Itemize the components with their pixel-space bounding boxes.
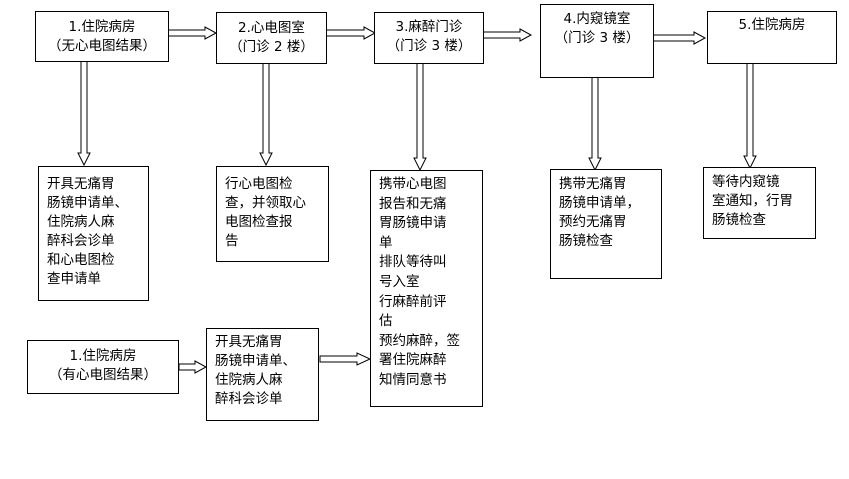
step-4-endoscopy-room: 4.内窥镜室 （门诊 3 楼） (540, 4, 654, 78)
detail-3-line: 行麻醉前评 (379, 293, 447, 310)
step-3-note: （门诊 3 楼） (386, 38, 472, 54)
step-3-title: 3.麻醉门诊 (395, 19, 463, 35)
detail-3-line: 携带心电图 (379, 176, 447, 192)
arrow-s4-d4 (588, 76, 602, 172)
detail-5-line: 等待内窥镜 (712, 174, 780, 190)
detail-5-line: 肠镜检查 (712, 212, 766, 228)
alt-step-2-line: 开具无痛胃 (215, 334, 283, 350)
detail-2-line: 行心电图检 (225, 176, 293, 192)
detail-1-line: 醉科会诊单 (47, 233, 115, 249)
step-1-ward-no-ecg: 1.住院病房 （无心电图结果） (35, 11, 169, 62)
arrow-s3-s4 (482, 28, 533, 42)
detail-3-line: 预约麻醉，签 (379, 332, 460, 349)
alt-step-2-detail: 开具无痛胃 肠镜申请单、 住院病人麻 醉科会诊单 (206, 328, 319, 421)
detail-2-line: 告 (225, 233, 239, 249)
alt-step-1-ward-with-ecg: 1.住院病房 （有心电图结果） (27, 340, 179, 394)
step-2-ecg-room: 2.心电图室 （门诊 2 楼） (216, 12, 327, 64)
detail-1: 开具无痛胃 肠镜申请单、 住院病人麻 醉科会诊单 和心电图检 查申请单 (38, 166, 149, 301)
arrow-s1-d1 (77, 60, 91, 167)
arrow-a1-a2 (178, 360, 208, 374)
arrow-s2-s3 (325, 26, 377, 40)
detail-3-line: 胃肠镜申请 (379, 215, 447, 232)
detail-3-line: 估 (379, 313, 393, 330)
step-2-title: 2.心电图室 (238, 20, 305, 36)
alt-step-1-title: 1.住院病房 (69, 348, 137, 364)
detail-5-line: 室通知，行胃 (712, 193, 793, 209)
detail-3: 携带心电图 报告和无痛 胃肠镜申请 单 排队等待叫 号入室 行麻醉前评 估 预约… (370, 170, 483, 407)
step-2-note: （门诊 2 楼） (229, 39, 314, 55)
detail-3-line: 知情同意书 (379, 371, 447, 388)
step-1-note: （无心电图结果） (48, 38, 156, 54)
detail-1-line: 肠镜申请单、 (47, 195, 128, 211)
alt-step-2-line: 住院病人麻 (215, 372, 283, 388)
detail-3-line: 署住院麻醉 (379, 352, 447, 369)
arrow-s1-s2 (167, 26, 218, 40)
arrow-s5-d5 (743, 62, 757, 170)
arrow-a2-d3 (319, 352, 372, 366)
alt-step-2-line: 醉科会诊单 (215, 391, 283, 407)
detail-1-line: 住院病人麻 (47, 214, 115, 230)
detail-5: 等待内窥镜 室通知，行胃 肠镜检查 (703, 167, 816, 239)
detail-3-line: 报告和无痛 (379, 195, 447, 212)
arrow-s4-s5 (652, 31, 707, 45)
detail-1-line: 和心电图检 (47, 252, 115, 268)
step-5-title: 5.住院病房 (738, 17, 806, 33)
detail-4: 携带无痛胃 肠镜申请单， 预约无痛胃 肠镜检查 (550, 169, 662, 279)
detail-1-line: 开具无痛胃 (47, 176, 115, 192)
alt-step-1-note: （有心电图结果） (49, 367, 157, 383)
detail-3-line: 号入室 (379, 273, 420, 290)
detail-4-line: 携带无痛胃 (559, 176, 627, 192)
step-1-title: 1.住院病房 (68, 19, 136, 35)
detail-2-line: 电图检查报 (225, 214, 293, 230)
step-3-anesthesia-clinic: 3.麻醉门诊 （门诊 3 楼） (374, 12, 484, 64)
detail-2: 行心电图检 查，并领取心 电图检查报 告 (216, 166, 329, 262)
detail-2-line: 查，并领取心 (225, 195, 306, 211)
detail-1-line: 查申请单 (47, 271, 101, 287)
step-4-note: （门诊 3 楼） (554, 30, 640, 46)
alt-step-2-line: 肠镜申请单、 (215, 353, 296, 369)
detail-4-line: 肠镜检查 (559, 233, 613, 249)
detail-4-line: 肠镜申请单， (559, 195, 640, 211)
arrow-s2-d2 (259, 62, 273, 167)
arrow-s3-d3 (413, 62, 427, 172)
step-4-title: 4.内窥镜室 (563, 11, 631, 27)
detail-3-line: 单 (379, 234, 393, 251)
detail-4-line: 预约无痛胃 (559, 214, 627, 230)
detail-3-line: 排队等待叫 (379, 254, 447, 271)
step-5-ward: 5.住院病房 (707, 11, 837, 64)
